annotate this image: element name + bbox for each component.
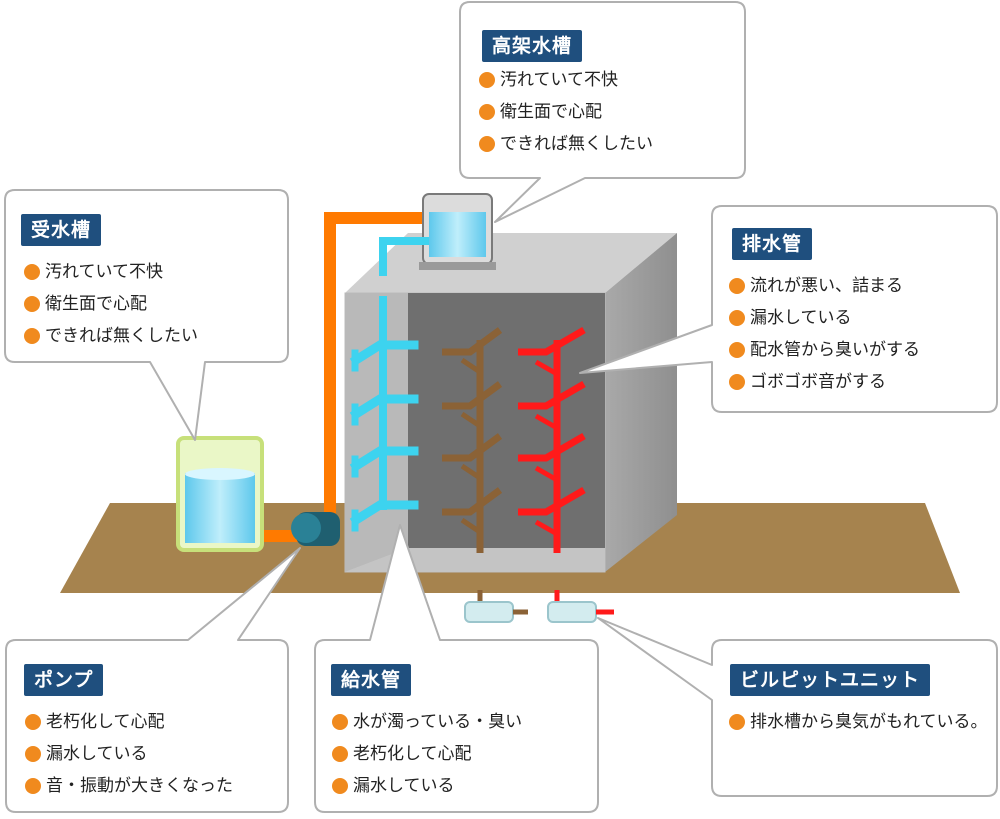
list-item: 老朽化して心配 [24,706,233,738]
bullet-icon [24,264,40,280]
item-text: 漏水している [46,744,148,764]
drain-pipes-brown [442,327,503,553]
callout-title: 受水槽 [21,214,102,246]
bullet-icon [24,328,40,344]
bullet-icon [25,746,41,762]
callout-bubble-pit-unit [597,617,998,797]
item-text: 音・振動が大きくなった [46,776,233,796]
item-text: 漏水している [353,776,455,796]
list-item: 配水管から臭いがする [728,334,920,366]
item-text: 老朽化して心配 [353,744,472,764]
elevated-tank [419,193,496,270]
list-item: 衛生面で心配 [478,96,653,128]
supply-pipes [349,237,429,532]
bullet-icon [479,72,495,88]
bullet-icon [729,342,745,358]
item-text: 漏水している [750,308,852,328]
list-item: 音・振動が大きくなった [24,770,233,802]
callout-bubble-supply-pipe [314,524,599,813]
list-item: 老朽化して心配 [331,738,522,770]
callout-title: ポンプ [24,664,104,696]
item-text: 流れが悪い、詰まる [750,276,903,296]
list-item: 流れが悪い、詰まる [728,270,920,302]
item-text: 汚れていて不快 [45,262,163,282]
building-side-wall [605,233,677,572]
list-item: 汚れていて不快 [478,64,653,96]
callout-items: 排水槽から臭気がもれている。 [728,706,990,738]
bullet-icon [25,714,41,730]
item-text: 衛生面で心配 [500,102,602,122]
pump [291,512,340,546]
callout-bubble-pump [5,547,301,813]
item-text: できれば無くしたい [45,326,198,346]
list-item: ゴボゴボ音がする [728,366,920,398]
callout-bubble-drain-pipe [579,205,998,413]
drain-pipes-red [518,326,586,553]
callout-items: 流れが悪い、詰まる 漏水している 配水管から臭いがする ゴボゴボ音がする [728,270,920,398]
list-item: 漏水している [331,770,522,802]
pit-units [464,590,614,623]
item-text: 配水管から臭いがする [750,340,920,360]
callout-items: 汚れていて不快 衛生面で心配 できれば無くしたい [23,256,198,352]
callout-title: ビルピットユニット [730,664,931,696]
callout-title: 排水管 [732,228,813,260]
list-item: 汚れていて不快 [23,256,198,288]
callout-items: 老朽化して心配 漏水している 音・振動が大きくなった [24,706,233,802]
item-text: ゴボゴボ音がする [750,372,886,392]
bullet-icon [332,714,348,730]
bullet-icon [332,746,348,762]
item-text: 老朽化して心配 [46,712,165,732]
bullet-icon [729,278,745,294]
callout-items: 水が濁っている・臭い 老朽化して心配 漏水している [331,706,522,802]
list-item: 漏水している [728,302,920,334]
bullet-icon [729,310,745,326]
item-text: 排水槽から臭気がもれている。 [750,712,988,732]
callout-title: 給水管 [331,664,412,696]
bullet-icon [25,778,41,794]
list-item: 水が濁っている・臭い [331,706,522,738]
list-item: 漏水している [24,738,233,770]
item-text: 水が濁っている・臭い [353,712,523,732]
bullet-icon [729,714,745,730]
item-text: 衛生面で心配 [45,294,147,314]
list-item: 衛生面で心配 [23,288,198,320]
bullet-icon [479,136,495,152]
list-item: できれば無くしたい [23,320,198,352]
receiving-tank [176,436,264,552]
bullet-icon [729,374,745,390]
bullet-icon [24,296,40,312]
callout-title: 高架水槽 [482,30,583,62]
bullet-icon [479,104,495,120]
callout-items: 汚れていて不快 衛生面で心配 できれば無くしたい [478,64,653,160]
item-text: できれば無くしたい [500,134,653,154]
list-item: できれば無くしたい [478,128,653,160]
list-item: 排水槽から臭気がもれている。 [728,706,990,738]
callout-bubble-receiving-tank [4,189,289,441]
item-text: 汚れていて不快 [500,70,618,90]
bullet-icon [332,778,348,794]
